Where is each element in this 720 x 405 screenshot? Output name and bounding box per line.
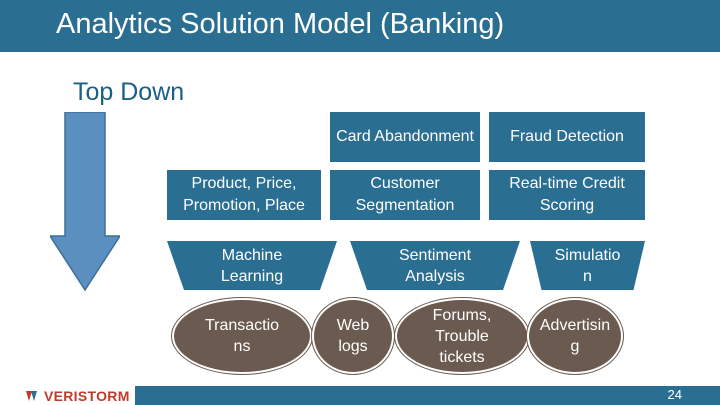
down-arrow-icon xyxy=(50,112,120,292)
fraud-detection-box: Fraud Detection xyxy=(489,112,645,162)
logo-mark-icon xyxy=(26,390,37,401)
transactions-oval: Transactio ns xyxy=(172,298,312,374)
advertising-oval: Advertisin g xyxy=(527,298,623,374)
footer-bar: 24 xyxy=(135,386,720,405)
simulation-label: Simulatio n xyxy=(554,246,621,285)
simulation-shape: Simulatio n xyxy=(530,241,645,290)
realtime-credit-label: Real-time Credit Scoring xyxy=(509,175,625,214)
card-abandonment-label: Card Abandonment xyxy=(336,128,474,145)
product-price-box: Product, Price, Promotion, Place xyxy=(167,170,321,220)
forums-label: Forums, Trouble tickets xyxy=(432,306,492,366)
product-price-label: Product, Price, Promotion, Place xyxy=(183,175,305,214)
fraud-detection-label: Fraud Detection xyxy=(510,128,624,145)
machine-learning-shape: Machine Learning xyxy=(167,241,337,290)
sentiment-analysis-label: Sentiment Analysis xyxy=(398,246,472,285)
top-down-label: Top Down xyxy=(73,78,185,106)
web-logs-label: Web logs xyxy=(336,317,370,355)
card-abandonment-box: Card Abandonment xyxy=(330,112,480,162)
logo-text: VERISTORM xyxy=(44,387,130,404)
veristorm-logo: VERISTORM xyxy=(26,386,130,405)
forums-oval: Forums, Trouble tickets xyxy=(395,298,529,374)
web-logs-oval: Web logs xyxy=(312,298,394,374)
sentiment-analysis-shape: Sentiment Analysis xyxy=(350,241,520,290)
title-bar: Analytics Solution Model (Banking) xyxy=(0,0,720,52)
slide-title: Analytics Solution Model (Banking) xyxy=(56,8,505,40)
transactions-label: Transactio ns xyxy=(204,317,280,355)
page-number: 24 xyxy=(667,387,682,402)
machine-learning-label: Machine Learning xyxy=(220,246,284,285)
advertising-label: Advertisin g xyxy=(539,317,611,355)
customer-segmentation-label: Customer Segmentation xyxy=(355,175,455,214)
customer-segmentation-box: Customer Segmentation xyxy=(330,170,480,220)
realtime-credit-box: Real-time Credit Scoring xyxy=(489,170,645,220)
